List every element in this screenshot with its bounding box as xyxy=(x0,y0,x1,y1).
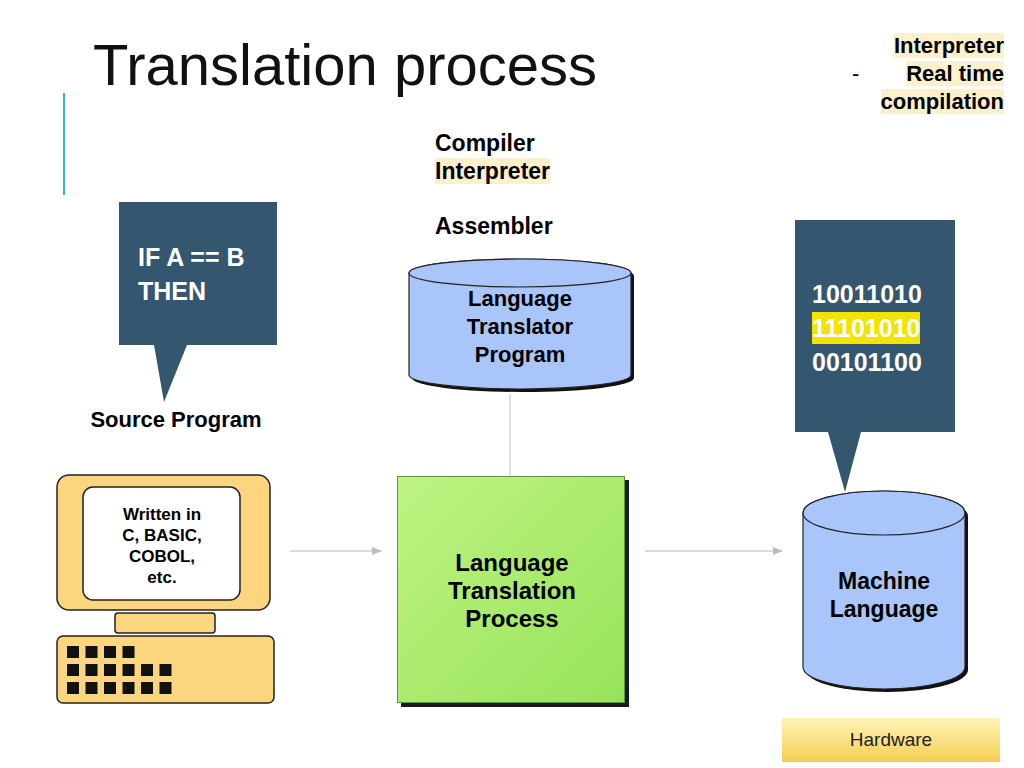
translator-type-holder: Compiler xyxy=(435,129,535,157)
callout-shape xyxy=(119,202,277,402)
computer-illustration: Source ProgramWritten in C, BASIC, COBOL… xyxy=(57,406,274,703)
translator-cylinder: Language Translator Program xyxy=(408,258,632,390)
process-label: Language Translation Process xyxy=(412,549,612,633)
keyboard-key xyxy=(67,664,79,676)
cylinder-top xyxy=(803,491,965,535)
note-text-holder: Real time compilation xyxy=(854,60,1004,116)
keyboard-key xyxy=(123,682,135,694)
keyboard-key xyxy=(123,646,135,658)
cylinder-body xyxy=(409,259,631,389)
hardware-label: Hardware xyxy=(782,729,1000,751)
keyboard-key xyxy=(160,664,172,676)
cylinder-label: Machine Language xyxy=(809,567,959,623)
process-box: Language Translation Process xyxy=(397,476,625,703)
translator-type-holder: Assembler xyxy=(435,212,553,240)
flow-arrow xyxy=(290,550,381,551)
keyboard-key xyxy=(67,682,79,694)
translator-type-holder: Interpreter xyxy=(435,157,550,185)
binary-word: 10011010 xyxy=(812,278,922,310)
keyboard-key xyxy=(86,682,98,694)
flow-arrow xyxy=(645,550,782,551)
keyboard-key xyxy=(86,664,98,676)
keyboard-key xyxy=(67,646,79,658)
keyboard-key xyxy=(123,664,135,676)
translator-type: Compiler xyxy=(435,130,535,156)
code-callout: IF A == B THEN xyxy=(119,202,277,402)
monitor-screen xyxy=(83,487,240,600)
flow-arrow xyxy=(509,394,510,476)
machine-cylinder: Machine Language xyxy=(802,490,966,690)
note-text: Real time compilation xyxy=(881,61,1004,114)
keyboard-key xyxy=(104,646,116,658)
keyboard-key xyxy=(104,664,116,676)
callout-shape xyxy=(795,220,955,492)
monitor-stand xyxy=(115,613,215,633)
binary-callout: 100110101110101000101100 xyxy=(795,220,955,492)
keyboard xyxy=(57,636,274,703)
keyboard-key xyxy=(141,682,153,694)
screen-text: Written in C, BASIC, COBOL, etc. xyxy=(116,504,208,588)
note-dash-holder: - xyxy=(852,60,859,88)
keyboard-key xyxy=(104,682,116,694)
note-text: Interpreter xyxy=(894,33,1004,58)
keyboard-key xyxy=(86,646,98,658)
cylinder-body xyxy=(803,491,965,689)
slide-title: Translation process xyxy=(93,30,597,100)
source-heading: Source Program xyxy=(76,406,276,434)
monitor-frame xyxy=(57,475,270,610)
accent-bar xyxy=(63,93,65,195)
keyboard-key xyxy=(141,664,153,676)
binary-word: 00101100 xyxy=(812,346,922,378)
cylinder-top xyxy=(409,259,631,287)
note-text-holder: Interpreter xyxy=(894,32,1004,60)
translator-type: Assembler xyxy=(435,213,553,239)
hardware-band: Hardware xyxy=(782,718,1000,762)
translator-type: Interpreter xyxy=(435,158,550,184)
code-text: IF A == B THEN xyxy=(138,240,274,308)
note-dash: - xyxy=(852,61,859,86)
binary-word: 11101010 xyxy=(812,312,920,344)
keyboard-key xyxy=(160,682,172,694)
cylinder-label: Language Translator Program xyxy=(445,285,595,369)
